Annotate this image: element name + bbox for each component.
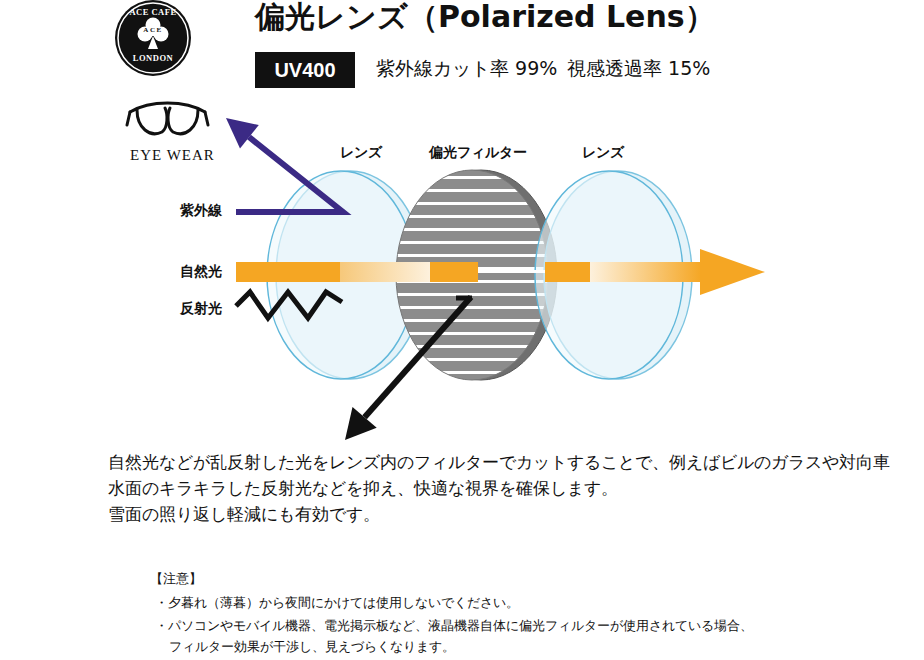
- part-label: レンズ: [340, 140, 382, 164]
- light-label: 反射光: [180, 300, 222, 317]
- lens-disc: レンズ: [530, 140, 700, 386]
- light-label: 紫外線: [180, 202, 222, 219]
- spec-text: 視感透過率 15%: [567, 57, 710, 80]
- spec-badge: UV400: [255, 52, 355, 88]
- light-label: 自然光: [180, 263, 222, 280]
- reflected-light-arrow: [236, 292, 472, 440]
- logo-text: ACE: [115, 27, 191, 34]
- note-text: フィルター効果が干渉し、見えづらくなります。: [169, 639, 455, 655]
- lens-shape: [530, 140, 700, 386]
- filter-disc: 偏光フィルター: [398, 140, 558, 386]
- logo-text: LONDON: [115, 54, 191, 63]
- uv-arrow: [226, 118, 343, 212]
- body-text: 雪面の照り返し軽減にも有効です。: [108, 504, 380, 524]
- body-text: 水面のキラキラした反射光などを抑え、快適な視界を確保します。: [108, 478, 618, 498]
- logo-text: ACE CAFE: [115, 8, 191, 17]
- polarizing-filter: [398, 140, 558, 386]
- badge-text: UV400: [274, 59, 335, 82]
- brand-caption: EYE WEAR: [130, 146, 215, 164]
- part-label: レンズ: [582, 140, 624, 164]
- body-text: 自然光などが乱反射した光をレンズ内のフィルターでカットすることで、例えばビルのガ…: [108, 452, 890, 472]
- spec-text: 紫外線カット率 99%: [376, 57, 557, 80]
- part-label: 偏光フィルター: [429, 140, 527, 164]
- note-text: ・パソコンやモバイル機器、電光掲示板など、液晶機器自体に偏光フィルターが使用され…: [155, 618, 753, 634]
- note-text: ・夕暮れ（薄暮）から夜間にかけては使用しないでください。: [155, 595, 519, 611]
- brand-logo: ACE CAFE ACE LONDON: [115, 0, 191, 76]
- glasses-icon: [127, 103, 208, 134]
- note-heading: 【注意】: [150, 571, 202, 587]
- page-title: 偏光レンズ（Polarized Lens）: [255, 0, 715, 33]
- natural-light-arrow: [236, 249, 765, 295]
